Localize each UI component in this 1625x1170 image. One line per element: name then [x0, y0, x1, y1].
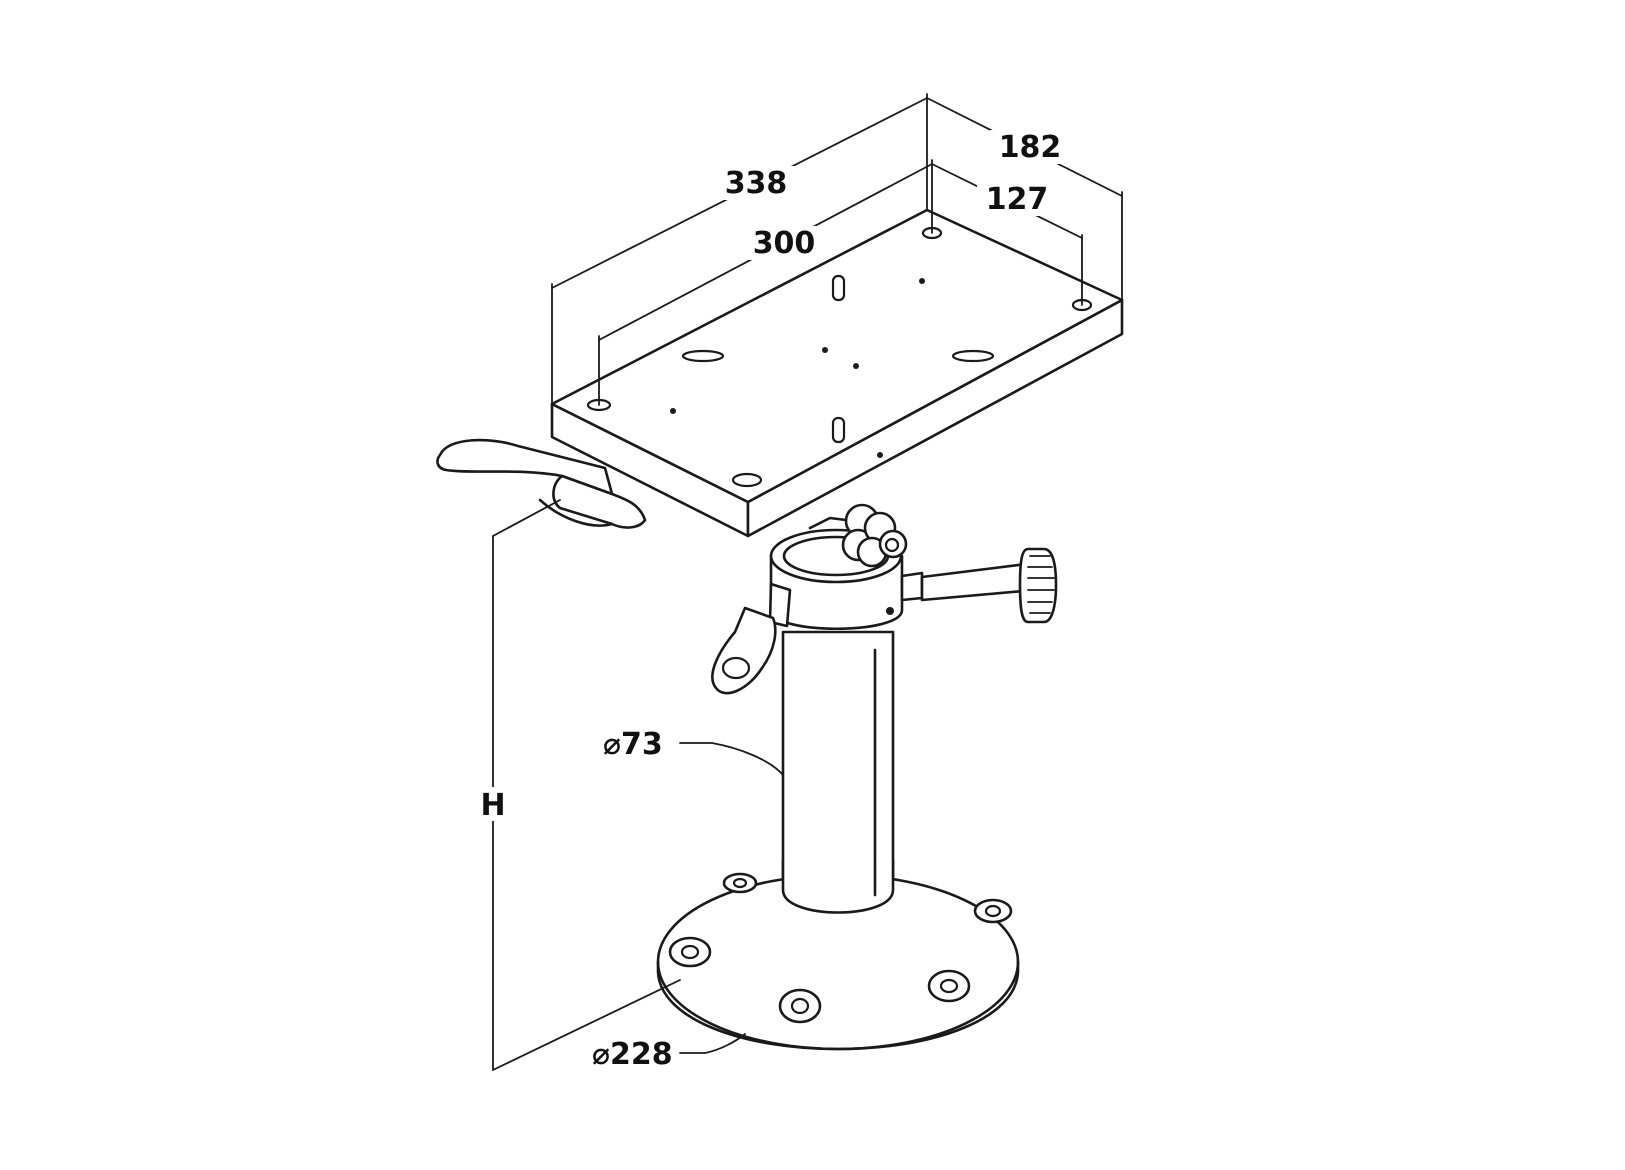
label-base-diameter: ⌀228 [592, 1037, 673, 1072]
swivel-head [711, 503, 1058, 695]
label-182: 182 [999, 130, 1062, 165]
pedestal-base [656, 858, 1020, 1051]
label-column-diameter: ⌀73 [603, 727, 663, 762]
label-300: 300 [753, 226, 816, 261]
label-338: 338 [725, 166, 788, 201]
dimension-labels: 338 300 182 127 ⌀73 ⌀228 H [474, 130, 1070, 1072]
label-height: H [480, 788, 505, 823]
label-127: 127 [986, 182, 1049, 217]
slide-release-lever [436, 438, 647, 529]
seat-mount-plate [550, 208, 1124, 538]
